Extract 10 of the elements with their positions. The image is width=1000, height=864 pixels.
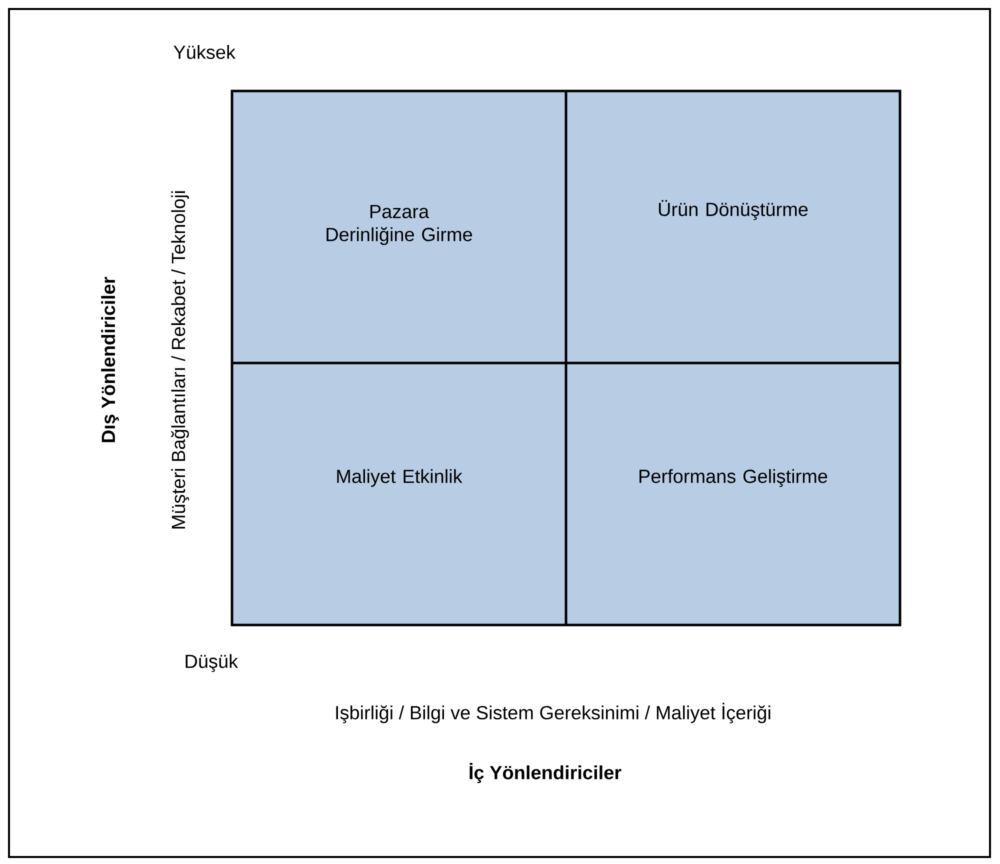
quadrant-box: Pazara Derinliğine Girme — [232, 91, 566, 363]
axis-label: Müşteri Bağlantıları / Rekabet / Teknoloji — [171, 191, 190, 528]
axis-title: Dış Yönlendiriciler — [101, 276, 119, 442]
axis-label: Düşük — [186, 654, 238, 672]
quadrant-box: Performans Geliştirme — [566, 363, 900, 625]
axis-title: İç Yönlendiriciler — [470, 762, 622, 784]
quadrant-box: Ürün Dönüştürme — [566, 91, 900, 363]
axis-label: Yüksek — [174, 45, 236, 59]
quadrant-box: Maliyet Etkinlik — [232, 363, 566, 625]
axis-label: Işbirliği / Bilgi ve Sistem Gereksinimi / Maliyet İçeriği — [336, 702, 770, 724]
